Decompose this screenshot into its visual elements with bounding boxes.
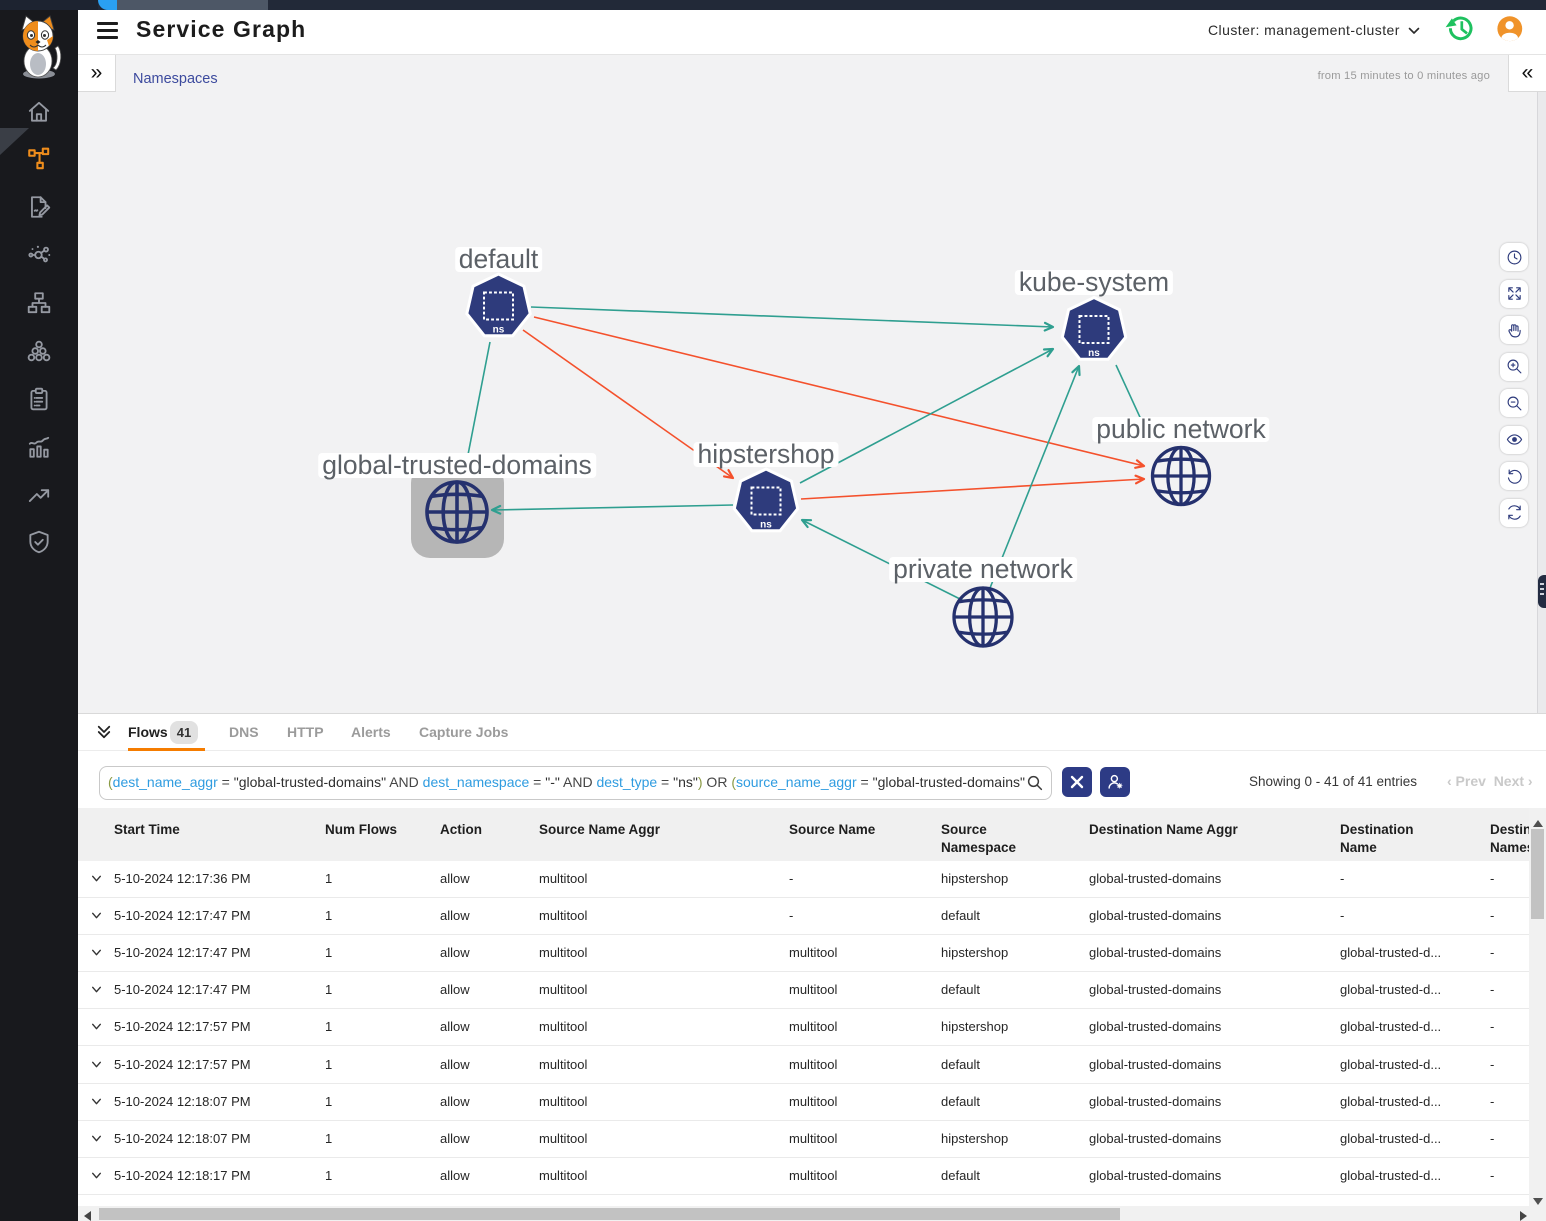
svg-text:ns: ns <box>493 325 505 336</box>
svg-text:ns: ns <box>760 520 772 531</box>
svg-text:ns: ns <box>1088 348 1100 359</box>
